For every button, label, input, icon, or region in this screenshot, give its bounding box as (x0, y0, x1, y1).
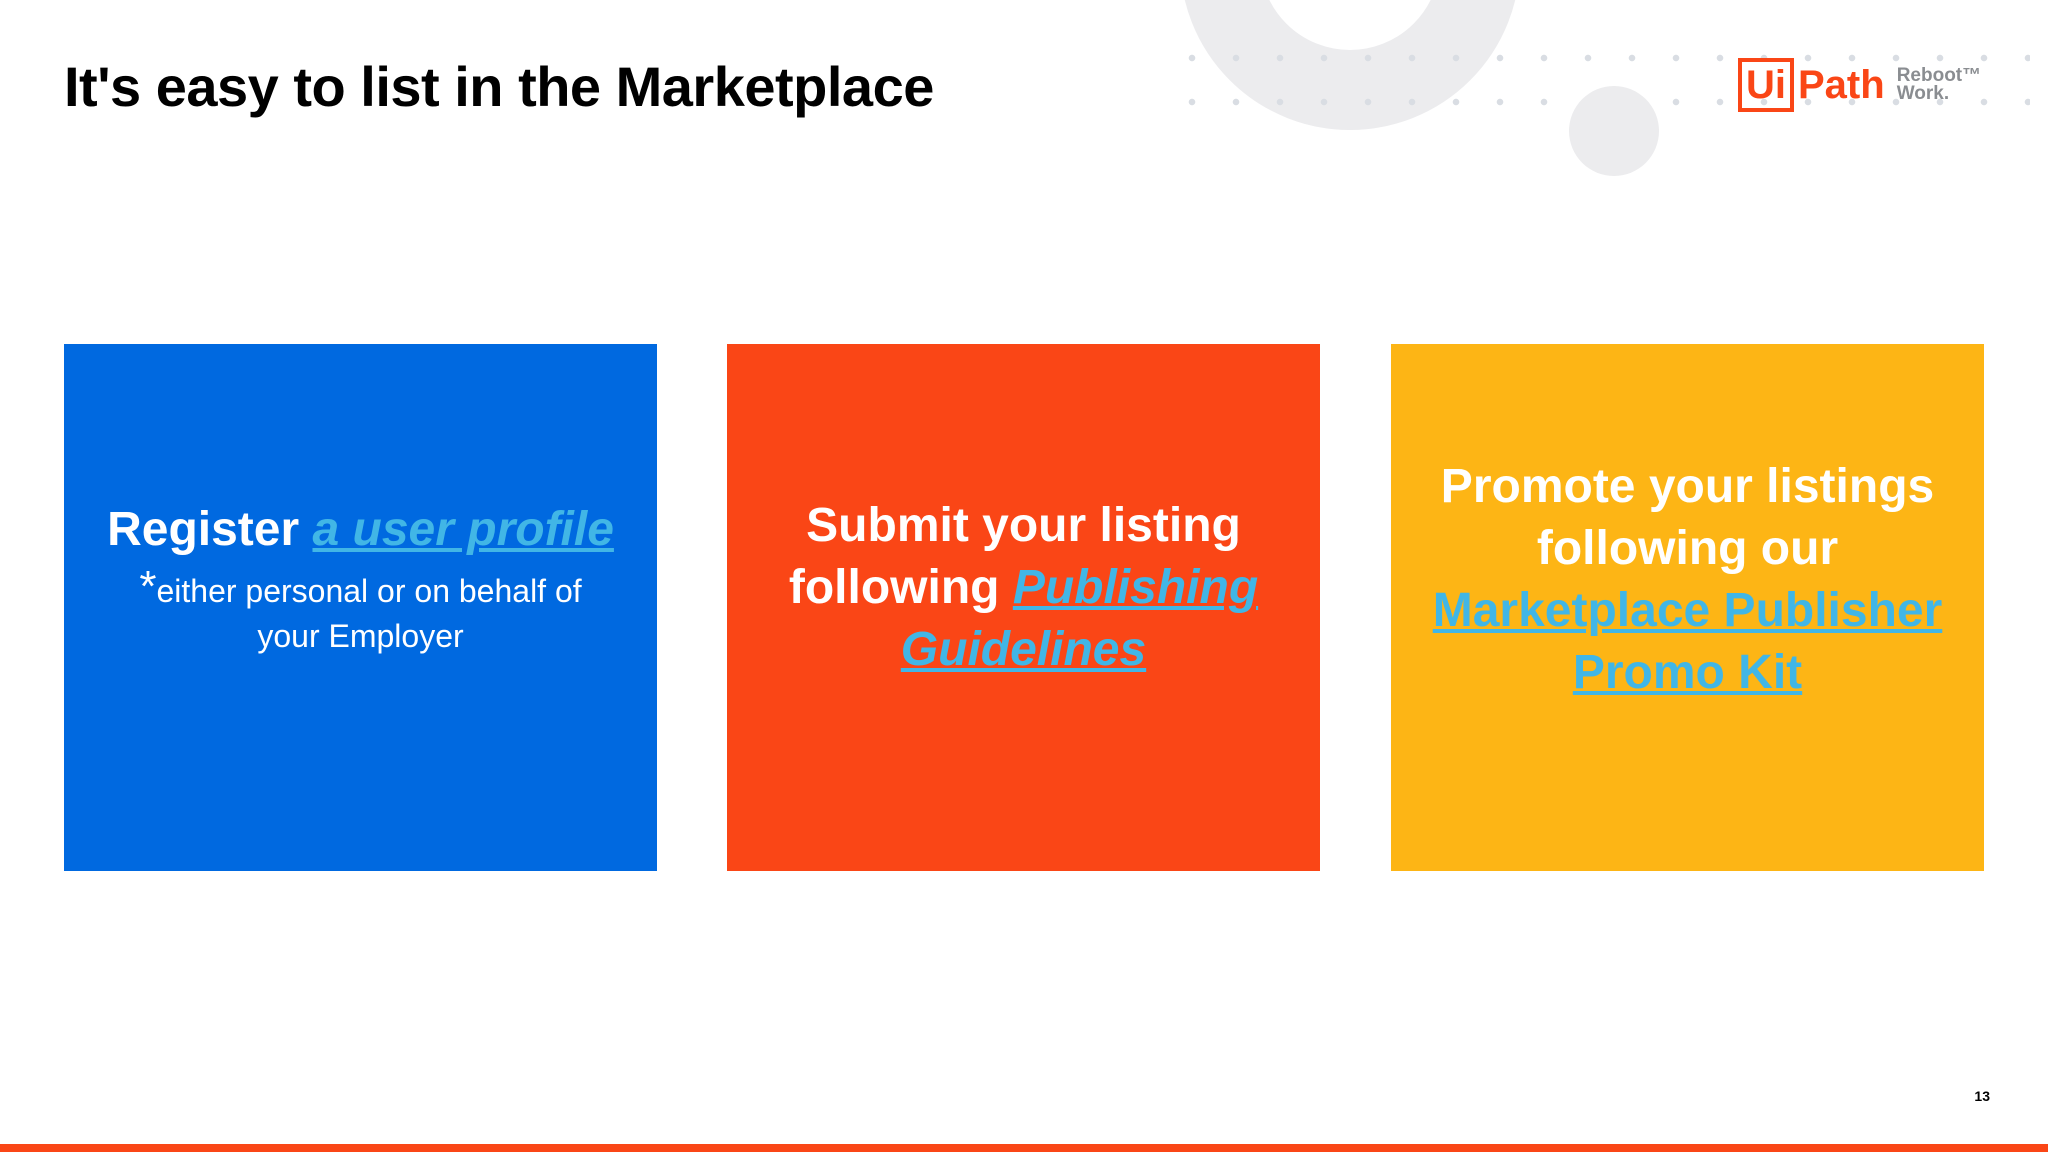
logo-tagline-line2: Work. (1896, 83, 1950, 104)
submit-card: Submit your listing following Publishing… (727, 344, 1320, 871)
publishing-guidelines-link[interactable]: Publishing Guidelines (900, 560, 1259, 676)
promote-card-text: Promote your listings following our Mark… (1431, 456, 1944, 704)
submit-card-label: Submit your listing following (788, 498, 1241, 614)
logo-ui-mark: Ui (1738, 58, 1794, 112)
logo-path-text: Path (1798, 62, 1885, 107)
register-card-label: Register (107, 502, 313, 556)
submit-card-text: Submit your listing following Publishing… (767, 495, 1280, 681)
decorative-circle (1569, 86, 1659, 176)
promote-card-label: Promote your listings following our (1440, 459, 1935, 575)
user-profile-link[interactable]: a user profile (312, 502, 614, 556)
page-number: 13 (1974, 1088, 1990, 1104)
promote-card: Promote your listings following our Mark… (1391, 344, 1984, 871)
logo-tagline: Reboot™ Work. (1896, 65, 1982, 104)
register-card-note-text: either personal or on behalf of your Emp… (156, 572, 582, 654)
slide-title: It's easy to list in the Marketplace (64, 55, 934, 118)
note-asterisk: * (139, 561, 157, 611)
register-card: Register a user profile *either personal… (64, 344, 657, 871)
bottom-accent-bar (0, 1144, 2048, 1152)
register-card-note: *either personal or on behalf of your Em… (104, 564, 617, 659)
promo-kit-link[interactable]: Marketplace Publisher Promo Kit (1432, 583, 1943, 699)
register-card-text: Register a user profile (107, 499, 614, 561)
logo-tagline-line1: Reboot™ (1896, 65, 1982, 86)
uipath-logo: Ui Path Reboot™ Work. (1738, 58, 1982, 112)
